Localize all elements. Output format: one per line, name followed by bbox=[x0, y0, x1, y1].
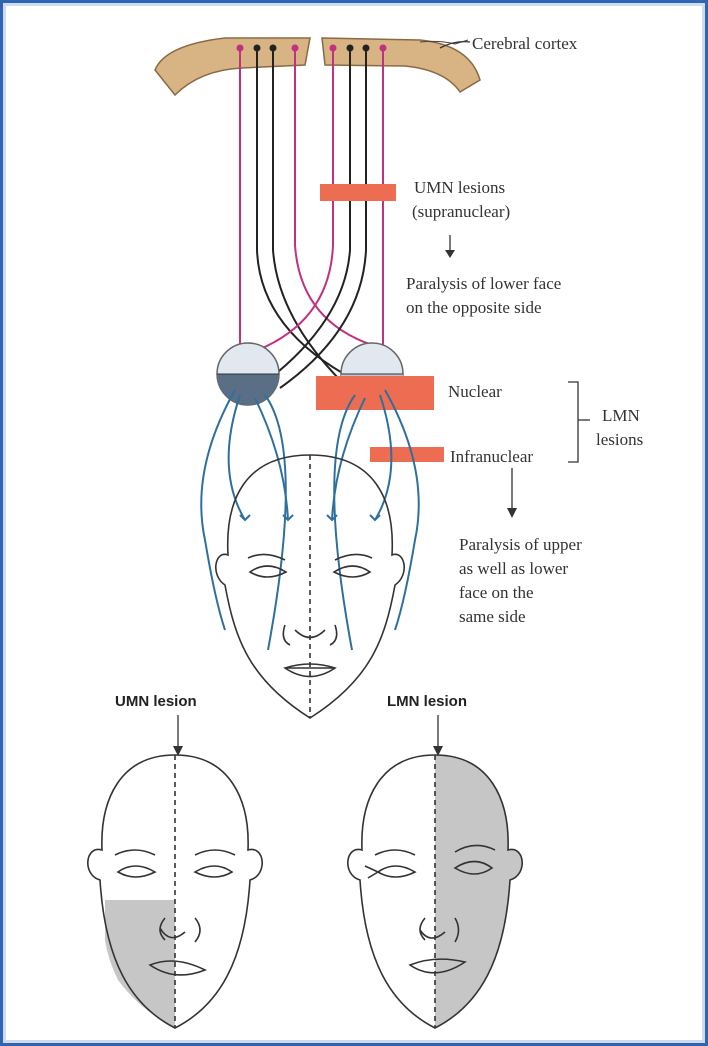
umn-effect-label-line1: Paralysis of lower face bbox=[406, 272, 561, 295]
cortex-label: Cerebral cortex bbox=[472, 32, 577, 55]
lmn-face-title: LMN lesion bbox=[387, 690, 467, 713]
facial-nucleus-left bbox=[217, 343, 279, 405]
umn-lesions-label: UMN lesions bbox=[414, 176, 505, 199]
umn-face-title: UMN lesion bbox=[115, 690, 197, 713]
cerebral-cortex bbox=[155, 38, 480, 95]
lmn-lesion-face bbox=[348, 755, 522, 1028]
arrowheads bbox=[173, 250, 517, 756]
umn-effect-label-line2: on the opposite side bbox=[406, 296, 542, 319]
umn-cell-bodies bbox=[237, 45, 387, 52]
nuclear-lesion-bar bbox=[316, 376, 434, 410]
lmn-effect-label-line4: same side bbox=[459, 605, 526, 628]
lmn-lesions-sublabel: lesions bbox=[596, 428, 643, 451]
lmn-lesions-label: LMN bbox=[602, 404, 640, 427]
infranuclear-lesion-bar bbox=[370, 447, 444, 462]
lmn-effect-label-line1: Paralysis of upper bbox=[459, 533, 582, 556]
infranuclear-label: Infranuclear bbox=[450, 445, 533, 468]
main-face bbox=[216, 455, 404, 718]
nuclear-label: Nuclear bbox=[448, 380, 502, 403]
lmn-effect-label-line2: as well as lower bbox=[459, 557, 568, 580]
umn-lesion-bar bbox=[320, 184, 396, 201]
umn-fibers bbox=[232, 50, 391, 388]
umn-lesion-face bbox=[88, 755, 262, 1028]
umn-lesions-sublabel: (supranuclear) bbox=[412, 200, 510, 223]
lmn-effect-label-line3: face on the bbox=[459, 581, 534, 604]
